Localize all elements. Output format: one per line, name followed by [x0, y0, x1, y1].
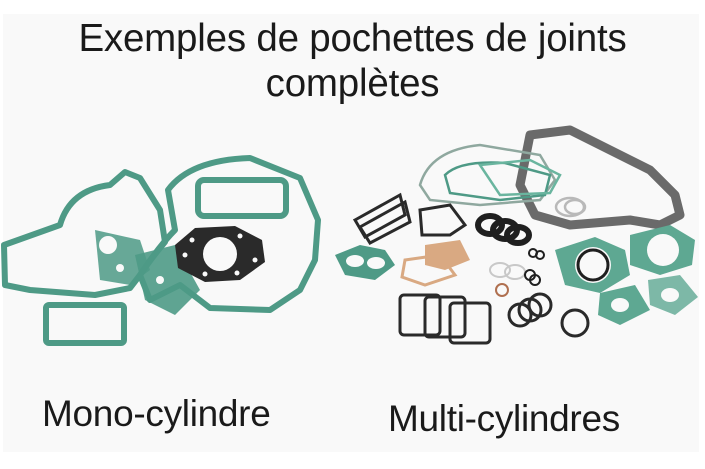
multi-cylinder-label: Multi-cylindres — [388, 398, 620, 439]
title-line-1: Exemples de pochettes de joints — [78, 17, 627, 60]
title-line-2: complètes — [265, 62, 440, 105]
multi-cylinder-gasket-kit-image — [335, 125, 698, 345]
mono-cylinder-label: Mono-cylindre — [42, 393, 271, 434]
image-panel — [3, 14, 699, 452]
page-title: Exemples de pochettes de joints complète… — [0, 16, 705, 106]
single-cylinder-gasket-kit-image — [1, 155, 321, 346]
